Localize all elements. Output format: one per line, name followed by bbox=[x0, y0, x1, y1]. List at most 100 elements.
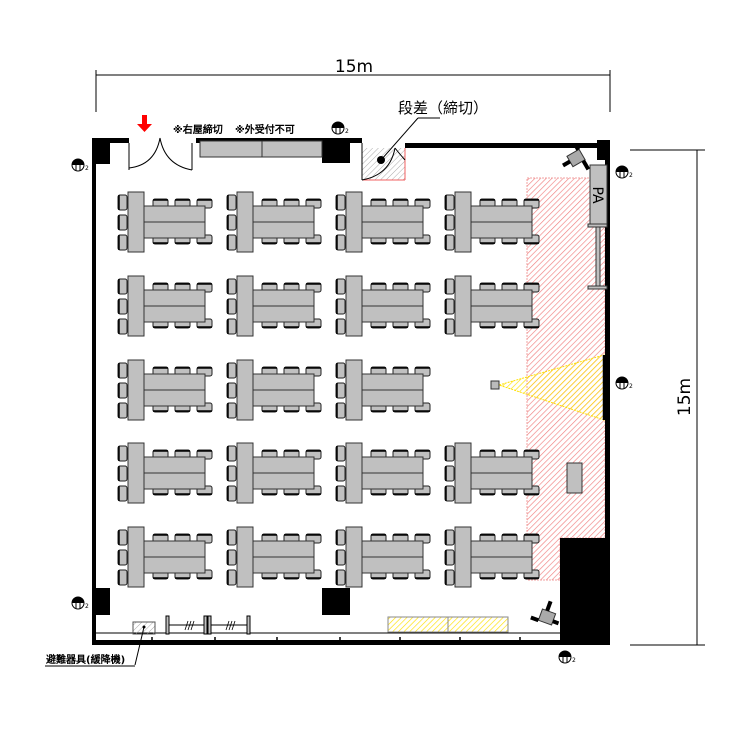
table bbox=[127, 442, 145, 504]
table-group bbox=[117, 442, 213, 504]
chair bbox=[444, 485, 455, 502]
chair bbox=[226, 318, 237, 335]
table-group bbox=[117, 275, 213, 337]
chair bbox=[226, 234, 237, 251]
chair bbox=[117, 318, 128, 335]
chair bbox=[444, 278, 455, 295]
height-dimension: 15m bbox=[630, 149, 705, 646]
chair bbox=[226, 445, 237, 462]
width-label: 15m bbox=[335, 57, 373, 77]
chair bbox=[117, 214, 128, 231]
power-outlet-icon: 2 bbox=[615, 376, 633, 390]
height-label: 15m bbox=[675, 378, 695, 416]
table bbox=[236, 442, 254, 504]
chair bbox=[335, 569, 346, 586]
chair bbox=[117, 382, 128, 399]
table bbox=[454, 191, 472, 253]
width-dimension: 15m bbox=[95, 57, 611, 112]
power-outlet-icon: 2 bbox=[331, 121, 349, 135]
chair bbox=[117, 529, 128, 546]
table bbox=[345, 191, 363, 253]
chair bbox=[335, 549, 346, 566]
outlet-label: 2 bbox=[629, 383, 633, 390]
chair bbox=[117, 569, 128, 586]
table-group bbox=[335, 359, 431, 421]
table bbox=[236, 191, 254, 253]
chair bbox=[226, 529, 237, 546]
table-group bbox=[226, 359, 322, 421]
chair bbox=[226, 214, 237, 231]
chair bbox=[444, 529, 455, 546]
power-outlet-icon: 2 bbox=[71, 158, 89, 172]
evacuation-device bbox=[45, 621, 156, 667]
outlet-label: 2 bbox=[85, 603, 89, 610]
table-group bbox=[117, 191, 213, 253]
table bbox=[127, 526, 145, 588]
power-outlet-icon: 2 bbox=[558, 650, 576, 664]
yellow-table bbox=[387, 616, 509, 633]
exit-arrow-icon bbox=[137, 115, 152, 132]
table bbox=[127, 359, 145, 421]
chair bbox=[226, 465, 237, 482]
table-group bbox=[444, 275, 540, 337]
power-outlet-icon: 2 bbox=[71, 596, 89, 610]
table bbox=[345, 359, 363, 421]
chair bbox=[117, 298, 128, 315]
chair bbox=[117, 278, 128, 295]
chair bbox=[335, 362, 346, 379]
speaker-icon bbox=[530, 600, 560, 626]
table bbox=[454, 526, 472, 588]
table-group bbox=[444, 191, 540, 253]
chair bbox=[335, 214, 346, 231]
note-step: 段差（締切） bbox=[398, 99, 488, 117]
table bbox=[236, 526, 254, 588]
table bbox=[345, 442, 363, 504]
chair bbox=[444, 445, 455, 462]
chair bbox=[226, 402, 237, 419]
table-group bbox=[117, 359, 213, 421]
chair bbox=[226, 362, 237, 379]
stage-box bbox=[566, 462, 583, 494]
chair bbox=[117, 485, 128, 502]
note-no-outside-reception: ※外受付不可 bbox=[235, 123, 295, 136]
table-group bbox=[226, 191, 322, 253]
chair bbox=[226, 278, 237, 295]
chair bbox=[226, 549, 237, 566]
counter bbox=[199, 140, 323, 158]
chair bbox=[226, 298, 237, 315]
table-group bbox=[335, 526, 431, 588]
chair bbox=[335, 278, 346, 295]
table bbox=[127, 275, 145, 337]
table bbox=[454, 442, 472, 504]
wall-ticks bbox=[151, 637, 521, 642]
speaker-icon bbox=[562, 143, 591, 171]
outlet-label: 2 bbox=[629, 172, 633, 179]
projector-icon bbox=[490, 380, 500, 390]
table-group bbox=[444, 526, 540, 588]
chair bbox=[117, 445, 128, 462]
chair bbox=[117, 234, 128, 251]
chair bbox=[117, 549, 128, 566]
seating-layout bbox=[117, 191, 540, 588]
chair bbox=[444, 549, 455, 566]
table-group bbox=[335, 275, 431, 337]
table bbox=[236, 359, 254, 421]
outlet-label: 2 bbox=[345, 128, 349, 135]
note-right-room-closed: ※右屋締切 bbox=[173, 123, 223, 136]
chair bbox=[226, 382, 237, 399]
chair bbox=[335, 529, 346, 546]
chair bbox=[117, 465, 128, 482]
entrance-door[interactable] bbox=[128, 137, 193, 171]
table bbox=[127, 191, 145, 253]
pa-equipment: PA bbox=[589, 164, 608, 226]
table-group bbox=[117, 526, 213, 588]
chair bbox=[335, 465, 346, 482]
table-group bbox=[335, 442, 431, 504]
chair bbox=[335, 234, 346, 251]
chair bbox=[226, 194, 237, 211]
chair bbox=[444, 234, 455, 251]
chair bbox=[335, 298, 346, 315]
chair bbox=[444, 194, 455, 211]
note-evacuation: 避難器具(緩降機) bbox=[45, 653, 125, 666]
table-group bbox=[226, 526, 322, 588]
